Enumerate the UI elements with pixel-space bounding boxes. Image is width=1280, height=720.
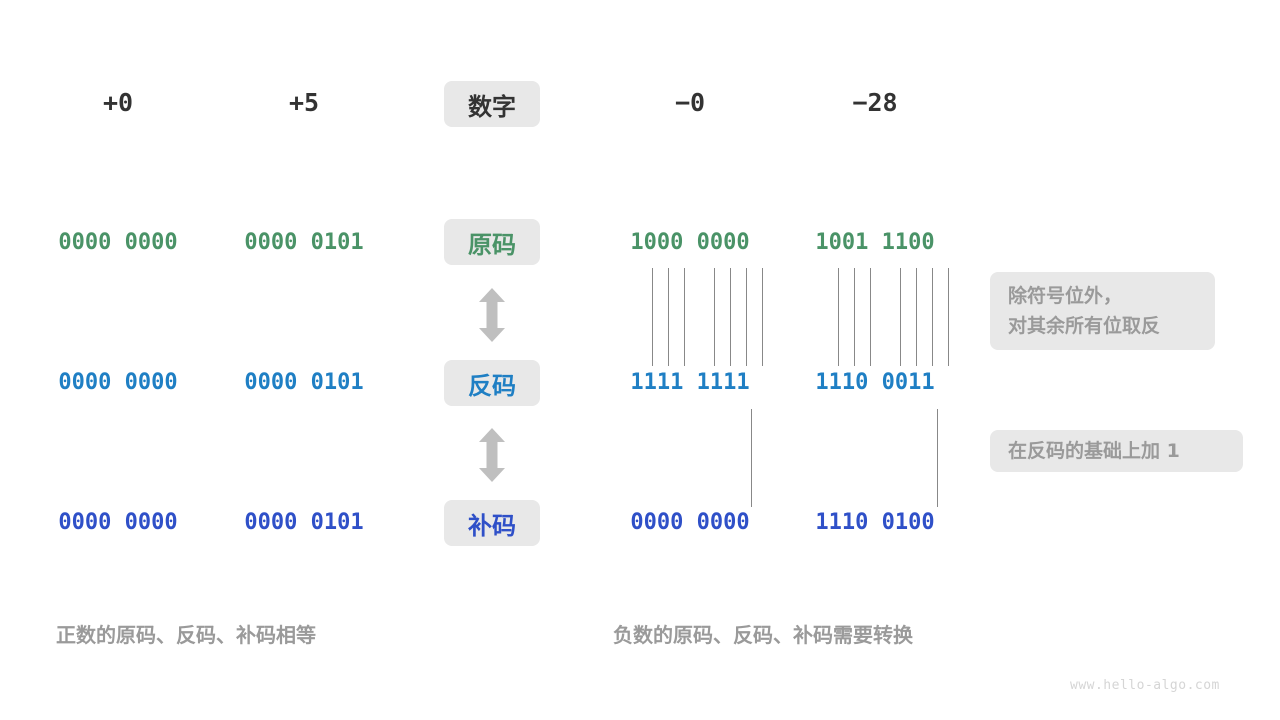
bit-connector-line <box>838 268 839 366</box>
bit-connector-line <box>932 268 933 366</box>
column-header-minus-twentyeight: −28 <box>852 88 898 117</box>
caption-positive: 正数的原码、反码、补码相等 <box>56 623 316 647</box>
bit-connector-line <box>730 268 731 366</box>
column-header-plus-zero: +0 <box>102 88 134 117</box>
bit-connector-line <box>684 268 685 366</box>
value-ones-complement-plus-zero: 0000 0000 <box>58 370 178 395</box>
bit-connector-line <box>668 268 669 366</box>
column-header-minus-zero: −0 <box>674 88 706 117</box>
bit-connector-line <box>746 268 747 366</box>
value-sign-magnitude-minus-zero: 1000 0000 <box>630 230 750 255</box>
value-ones-complement-minus-twentyeight: 1110 0011 <box>815 370 935 395</box>
value-sign-magnitude-plus-zero: 0000 0000 <box>58 230 178 255</box>
bit-connector-line-lsb <box>751 409 752 507</box>
value-sign-magnitude-minus-twentyeight: 1001 1100 <box>815 230 935 255</box>
note-add-one-text: 在反码的基础上加 1 <box>1008 440 1180 462</box>
bit-connector-line <box>652 268 653 366</box>
bit-connector-line <box>870 268 871 366</box>
value-sign-magnitude-plus-five: 0000 0101 <box>244 230 364 255</box>
value-twos-complement-plus-five: 0000 0101 <box>244 510 364 535</box>
row-label-twos-complement: 补码 <box>444 500 540 546</box>
watermark: www.hello-algo.com <box>1070 678 1220 693</box>
column-header-plus-five: +5 <box>288 88 320 117</box>
note-add-one: 在反码的基础上加 1 <box>990 430 1243 472</box>
row-label-ones-complement: 反码 <box>444 360 540 406</box>
row-label-number: 数字 <box>444 81 540 127</box>
value-ones-complement-minus-zero: 1111 1111 <box>630 370 750 395</box>
bit-connector-line <box>948 268 949 366</box>
bit-connector-line-lsb <box>937 409 938 507</box>
value-ones-complement-plus-five: 0000 0101 <box>244 370 364 395</box>
value-twos-complement-minus-twentyeight: 1110 0100 <box>815 510 935 535</box>
value-twos-complement-plus-zero: 0000 0000 <box>58 510 178 535</box>
bit-connector-line <box>714 268 715 366</box>
double-vertical-arrow-icon-ones-to-twos <box>478 428 506 482</box>
bit-connector-line <box>762 268 763 366</box>
value-twos-complement-minus-zero: 0000 0000 <box>630 510 750 535</box>
row-label-sign-magnitude: 原码 <box>444 219 540 265</box>
note-invert-line-2: 对其余所有位取反 <box>1008 315 1161 337</box>
bit-connector-line <box>900 268 901 366</box>
bit-connector-line <box>916 268 917 366</box>
bit-connector-line <box>854 268 855 366</box>
caption-negative: 负数的原码、反码、补码需要转换 <box>613 623 913 647</box>
note-invert-line-1: 除符号位外， <box>1008 285 1123 307</box>
note-invert-bits: 除符号位外， 对其余所有位取反 <box>990 272 1215 350</box>
double-vertical-arrow-icon-sign-to-ones <box>478 288 506 342</box>
